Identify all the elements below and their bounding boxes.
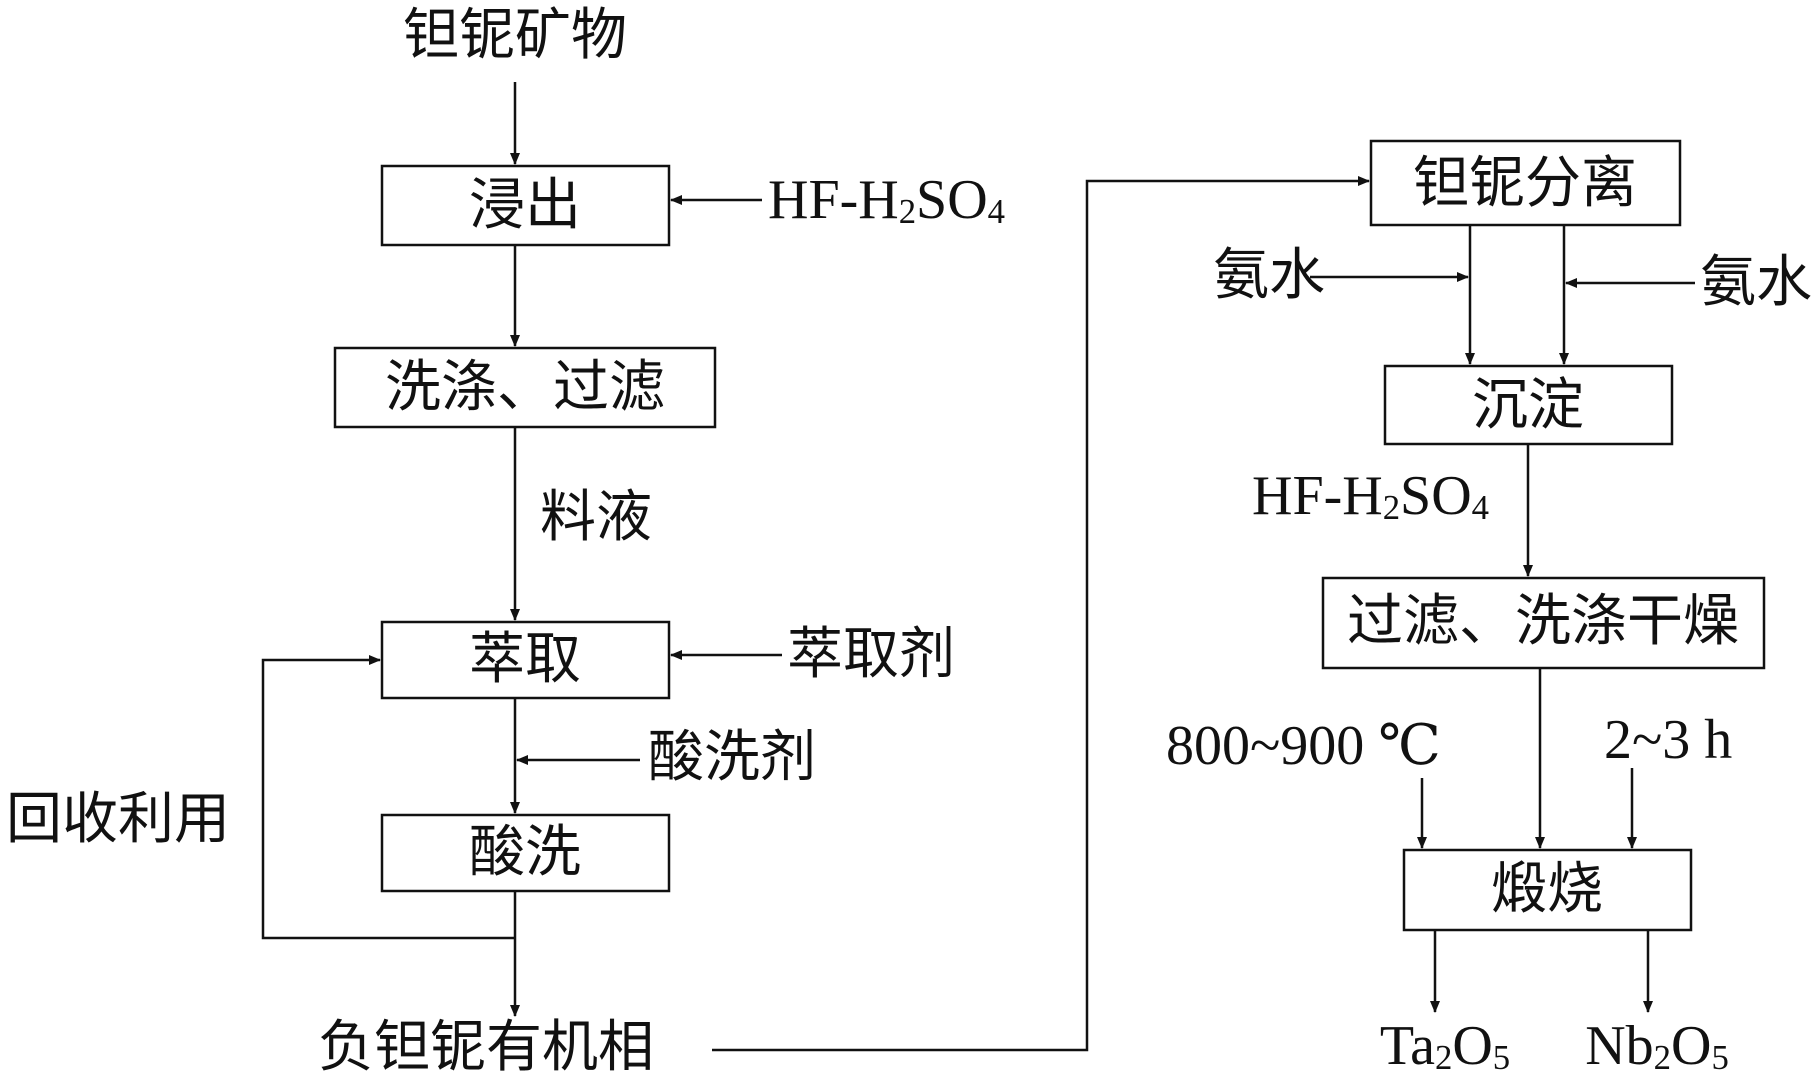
box-wash-filter [333,346,717,429]
arrow-organic-to-separation [712,176,1370,1052]
product-nb2o5: Nb2O5 [1585,1015,1729,1078]
label-time: 2~3 h [1604,709,1733,771]
label-temperature: 800~900 ℃ [1166,715,1441,777]
node-leach: 浸出 [469,173,581,238]
label-ammonia-right: 氨水 [1700,250,1812,315]
label-recycle: 回收利用 [6,787,230,852]
node-acid-wash: 酸洗 [469,820,581,885]
label-feed-liquid: 料液 [540,485,652,550]
box-filter-dry [1321,576,1766,670]
label-extractant: 萃取剂 [787,622,955,687]
node-precipitate: 沉淀 [1472,373,1584,438]
node-calcine: 煅烧 [1491,857,1603,922]
label-reagent-precipitate: HF-H2SO4 [1252,465,1489,528]
box-precipitate [1383,364,1674,446]
node-separation: 钽铌分离 [1413,151,1637,216]
box-acid-wash [380,813,671,893]
box-calcine [1402,848,1693,932]
label-ammonia-left: 氨水 [1213,243,1325,308]
box-leach [380,164,671,247]
label-reagent-leach: HF-H2SO4 [768,169,1005,232]
node-start: 钽铌矿物 [403,3,627,68]
node-loaded-organic: 负钽铌有机相 [318,1015,654,1080]
arrow-recycle-loop [261,655,515,940]
node-extract: 萃取 [469,627,581,692]
box-extract [380,620,671,700]
product-ta2o5: Ta2O5 [1379,1015,1511,1078]
label-acid-wash-agent: 酸洗剂 [648,725,816,790]
box-separation [1369,139,1682,227]
node-filter-dry: 过滤、洗涤干燥 [1347,589,1739,654]
node-wash-filter: 洗涤、过滤 [385,355,665,420]
